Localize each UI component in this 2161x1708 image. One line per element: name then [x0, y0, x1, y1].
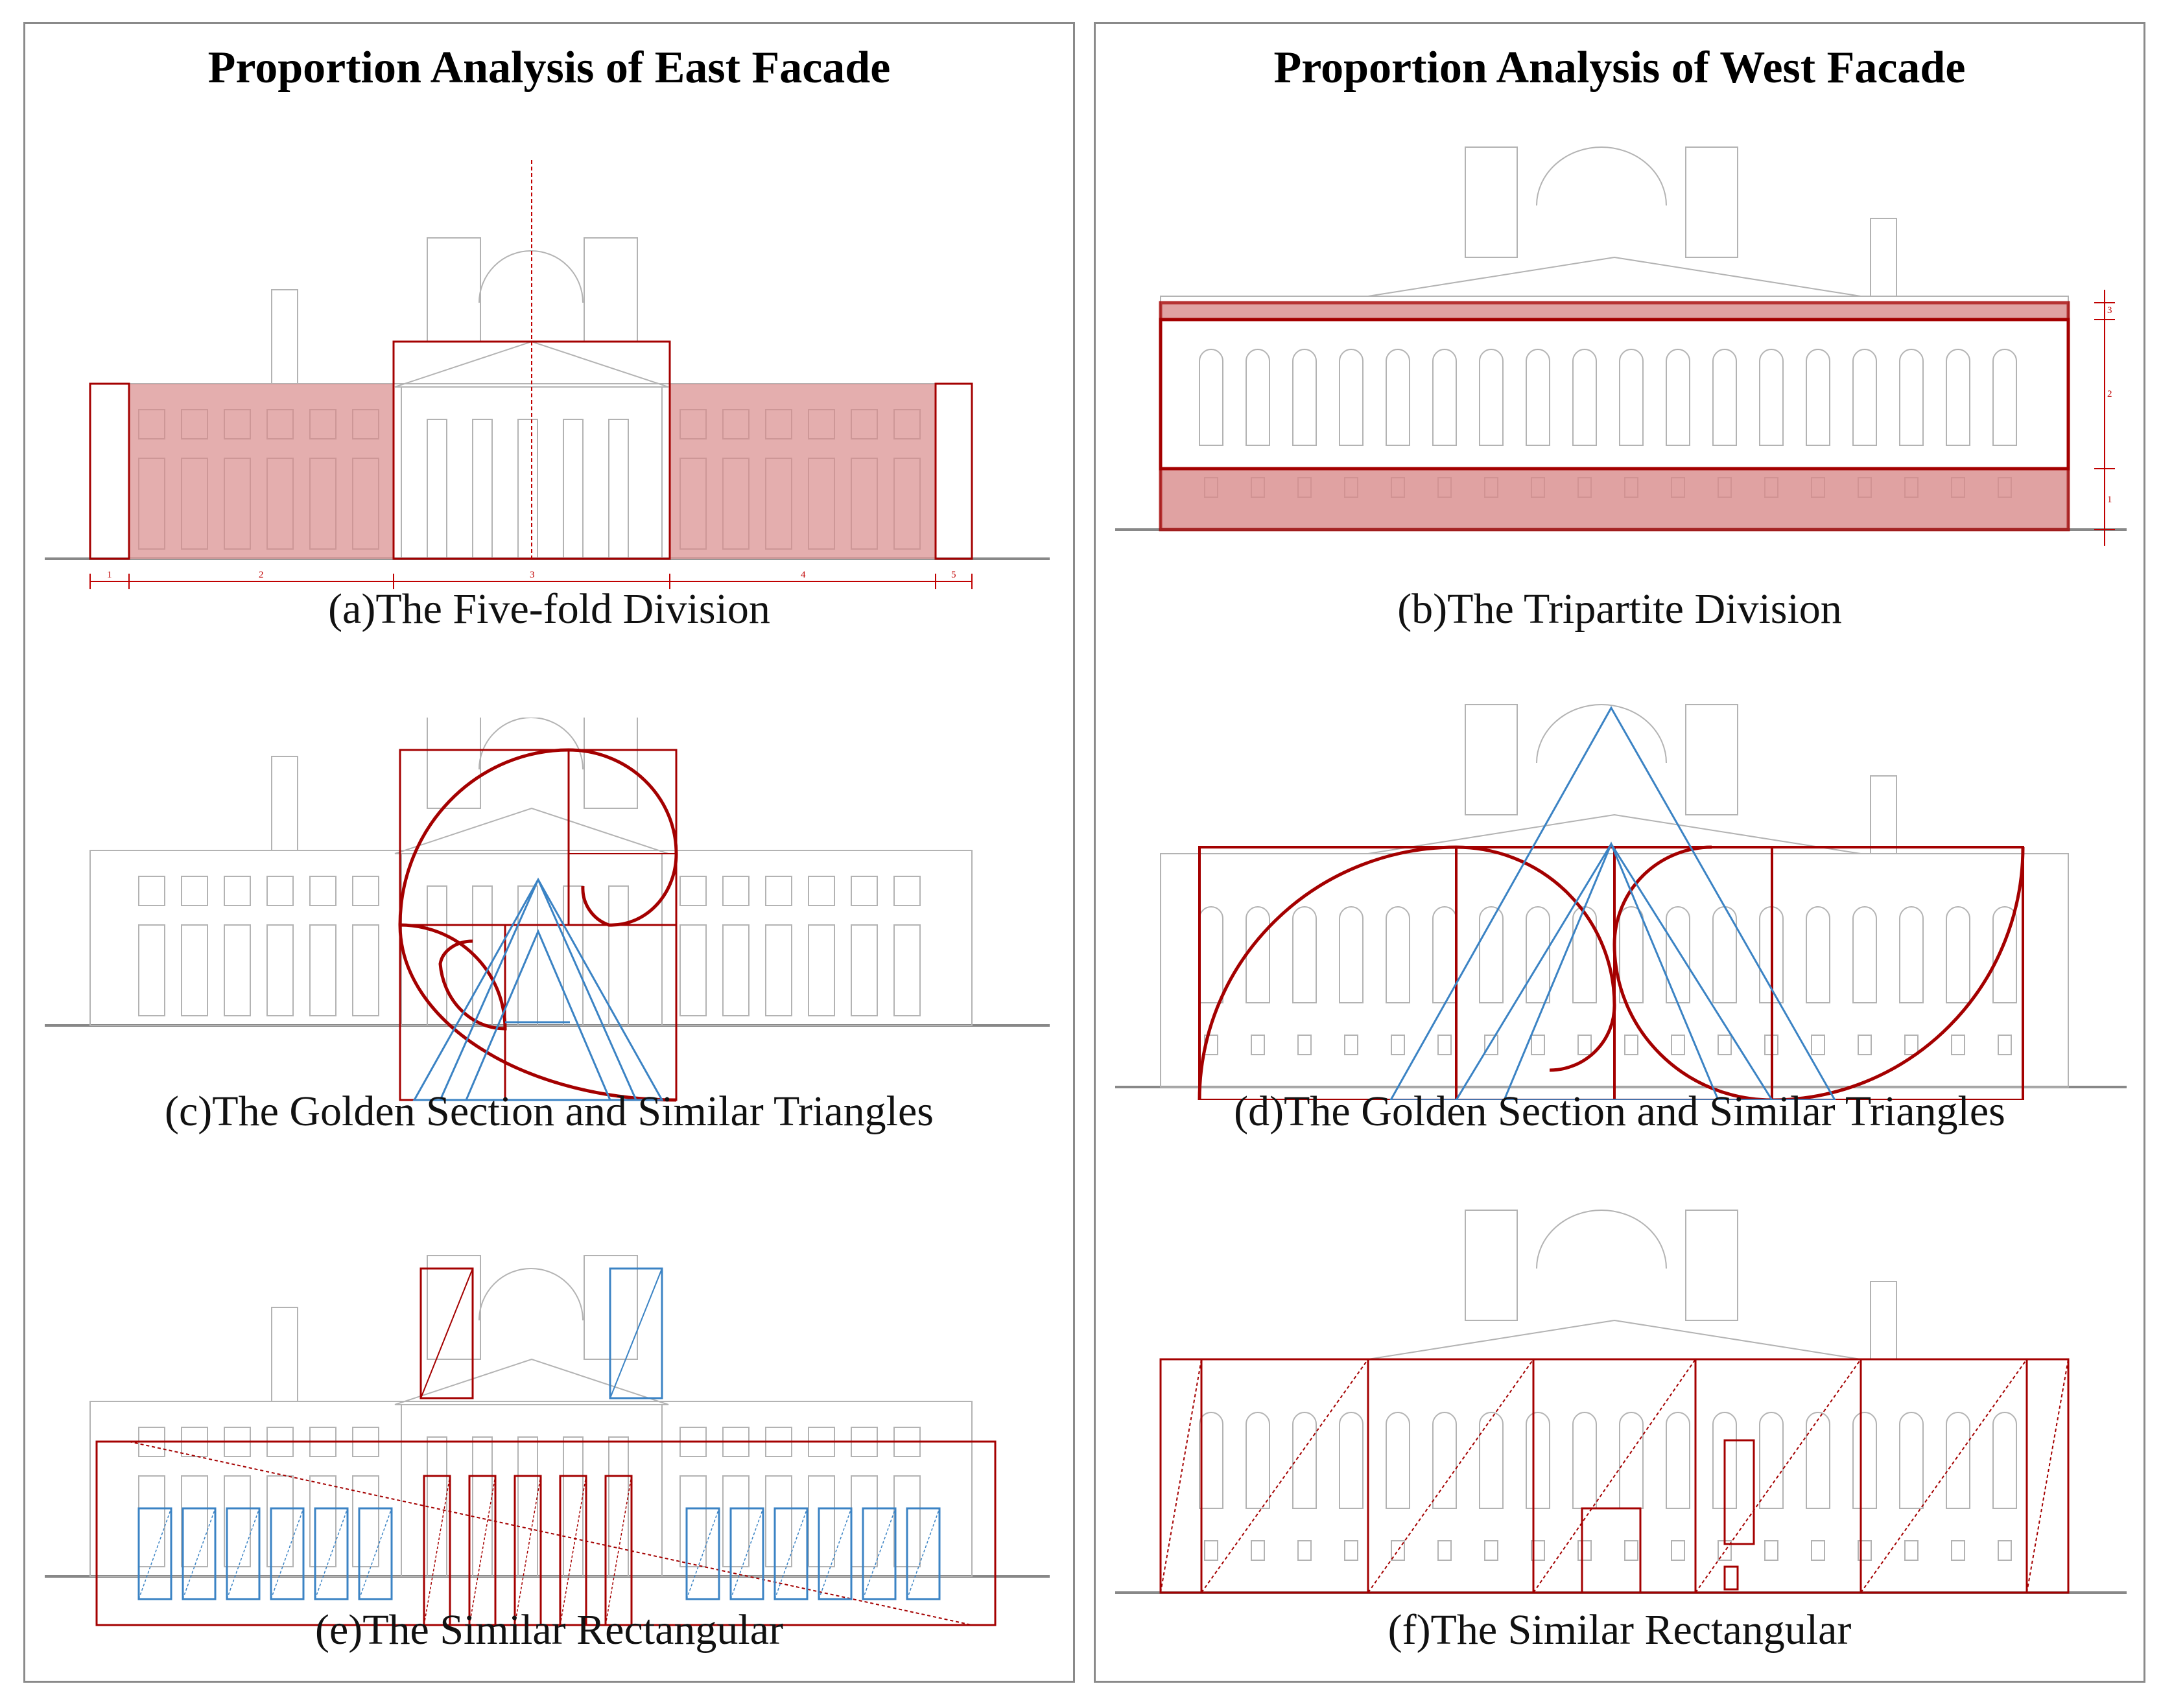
- division-outline-5: [934, 382, 973, 560]
- portico-bay-rect: [514, 1475, 542, 1626]
- window-rect: [862, 1507, 897, 1600]
- tripartite-label-3: 3: [2107, 305, 2112, 316]
- tower-rect-right: [609, 1267, 663, 1399]
- similar-triangles: [412, 877, 664, 1101]
- portico-bay-diagonal: [469, 1475, 496, 1626]
- west-panel-title: Proportion Analysis of West Facade: [1273, 43, 1966, 93]
- figure-f-similar-rectangular: [1096, 1197, 2147, 1612]
- window-rect: [226, 1507, 261, 1600]
- tripartite-middle-band: [1159, 318, 2070, 471]
- golden-spiral-upper: [398, 748, 678, 927]
- similar-triangles-west: [1389, 705, 1836, 1100]
- tripartite-top-band: [1159, 301, 2070, 322]
- caption-c: (c)The Golden Section and Similar Triang…: [165, 1088, 934, 1135]
- west-facade-drawing-d: [1115, 704, 2127, 1088]
- golden-outline: [1198, 846, 2024, 1100]
- window-diagonal: [270, 1508, 304, 1600]
- caption-f: (f)The Similar Rectangular: [1388, 1606, 1852, 1654]
- window-rect: [314, 1507, 349, 1600]
- window-diagonal: [862, 1508, 896, 1600]
- tripartite-label-1: 1: [2107, 495, 2112, 505]
- window-diagonal: [138, 1508, 172, 1600]
- window-diagonal: [314, 1508, 348, 1600]
- window-diagonal: [359, 1508, 392, 1600]
- portico-bay-rect: [559, 1475, 587, 1626]
- window-rect: [773, 1507, 809, 1600]
- window-rect: [729, 1507, 764, 1600]
- caption-e: (e)The Similar Rectangular: [314, 1606, 784, 1654]
- division-label-3: 3: [530, 570, 535, 580]
- window-rect: [685, 1507, 720, 1600]
- portico-bay-diagonal: [560, 1475, 587, 1626]
- window-diagonal: [774, 1508, 808, 1600]
- division-outline-1: [89, 382, 130, 560]
- figure-b-tripartite-division: 3 2 1: [1096, 134, 2147, 588]
- window-rect: [137, 1507, 172, 1600]
- golden-spiral-right: [1612, 845, 2025, 1100]
- window-diagonal: [686, 1508, 720, 1600]
- portico-bay-diagonal: [423, 1475, 451, 1626]
- golden-spiral-lower: [398, 923, 677, 1102]
- figure-d-golden-section: [1096, 698, 2147, 1100]
- west-facade-drawing-f: [1115, 1210, 2127, 1594]
- window-diagonal: [730, 1508, 764, 1600]
- portico-bay-diagonal: [514, 1475, 541, 1626]
- figure-e-similar-rectangular: [25, 1243, 1077, 1632]
- portico-bay-rect: [468, 1475, 497, 1626]
- window-diagonal: [182, 1508, 216, 1600]
- east-panel-title: Proportion Analysis of East Facade: [207, 43, 891, 93]
- division-label-4: 4: [801, 570, 806, 580]
- window-diagonal: [226, 1508, 260, 1600]
- overall-rect: [95, 1440, 997, 1626]
- window-rect: [906, 1507, 941, 1600]
- caption-b: (b)The Tripartite Division: [1397, 585, 1842, 633]
- window-rect: [182, 1507, 217, 1600]
- window-rect: [818, 1507, 853, 1600]
- east-facade-drawing-e: [45, 1255, 1050, 1578]
- golden-spiral-left: [1198, 845, 1616, 1100]
- east-facade-panel: Proportion Analysis of East Facade 1 2 3…: [23, 22, 1075, 1683]
- west-facade-panel: Proportion Analysis of West Facade 3 2 1…: [1094, 22, 2145, 1683]
- division-block-2: [129, 384, 394, 559]
- figure-c-golden-section: [25, 718, 1077, 1106]
- window-rect: [358, 1507, 393, 1600]
- tower-rect-left: [419, 1267, 474, 1399]
- portico-bay-diagonal: [605, 1475, 632, 1626]
- east-facade-drawing-c: [45, 718, 1050, 1027]
- tripartite-base-band: [1159, 467, 2070, 532]
- tripartite-label-2: 2: [2107, 389, 2112, 399]
- figure-a-five-fold-division: 1 2 3 4 5: [25, 154, 1077, 594]
- division-label-1: 1: [107, 570, 112, 580]
- division-label-2: 2: [259, 570, 264, 580]
- window-diagonal: [906, 1508, 940, 1600]
- caption-a: (a)The Five-fold Division: [328, 585, 770, 633]
- portico-bay-rect: [423, 1475, 451, 1626]
- window-rect: [270, 1507, 305, 1600]
- caption-d: (d)The Golden Section and Similar Triang…: [1234, 1088, 2005, 1135]
- window-diagonal: [818, 1508, 852, 1600]
- division-label-5: 5: [951, 570, 956, 580]
- division-block-4: [670, 384, 936, 559]
- portico-bay-rect: [604, 1475, 633, 1626]
